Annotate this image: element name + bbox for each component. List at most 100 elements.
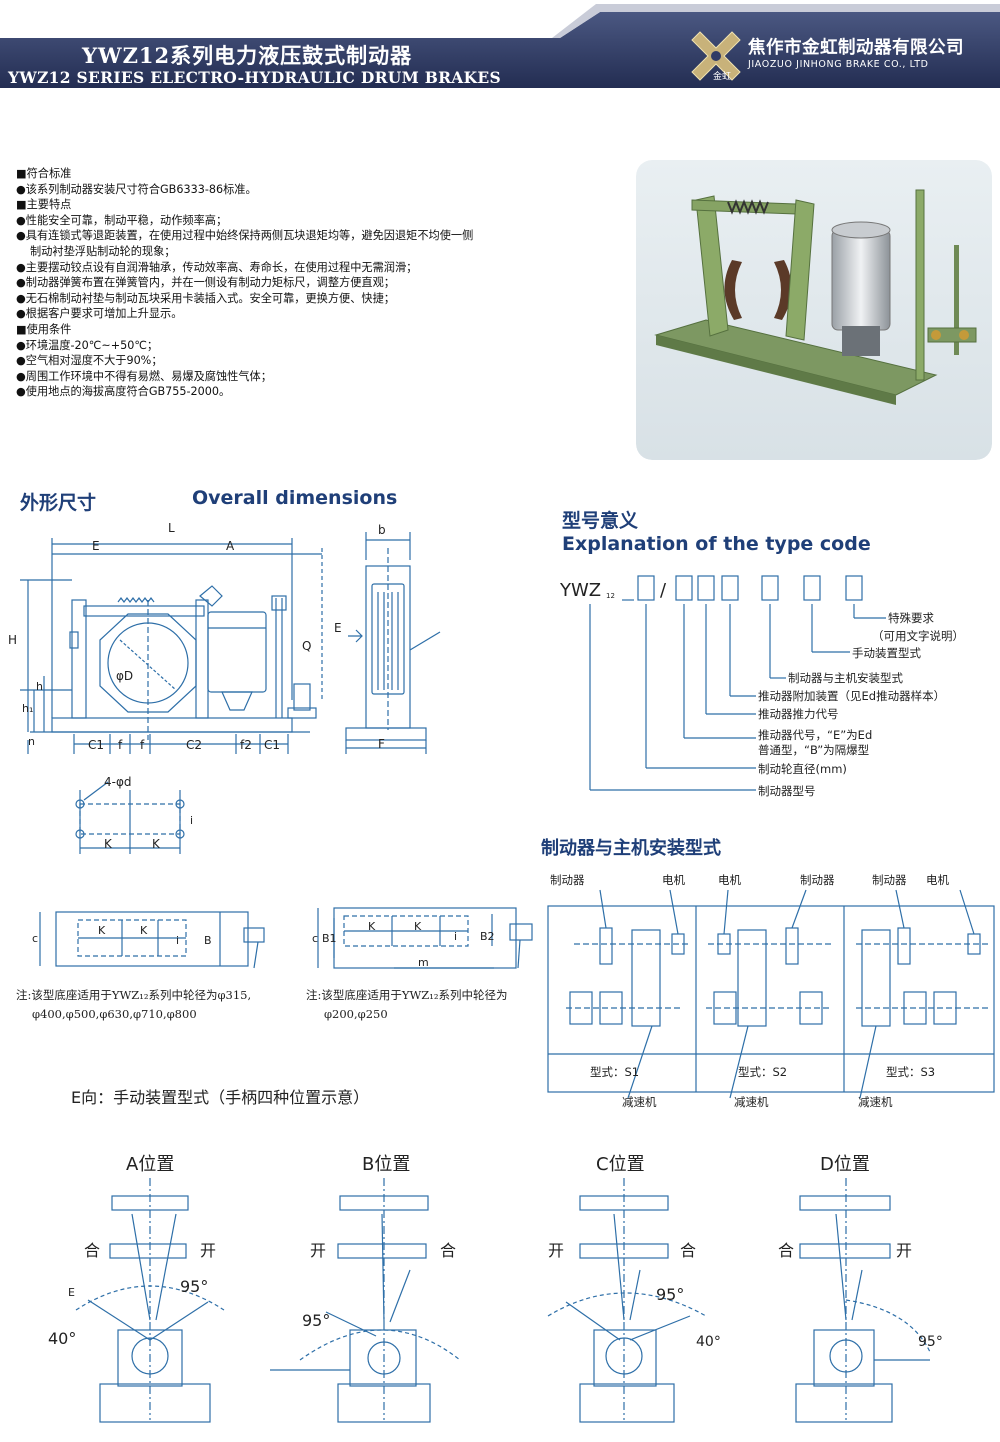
features-line: ●使用地点的海拔高度符合GB755-2000。 xyxy=(16,385,231,399)
dim-label-C1-right: C1 xyxy=(264,738,280,752)
handle-position-a-drawing xyxy=(75,1178,225,1423)
features-line: ●周围工作环境中不得有易燃、易爆及腐蚀性气体； xyxy=(16,369,272,383)
label-he: 合 xyxy=(680,1241,696,1260)
dim-label-h: h xyxy=(36,680,43,693)
base-note-1: 注:该型底座适用于YWZ₁₂系列中轮径为φ315, φ400,φ500,φ630… xyxy=(16,986,251,1024)
type-code-item: 特殊要求 xyxy=(888,611,934,625)
company-name: 焦作市金虹制动器有限公司 xyxy=(748,38,964,58)
dim-label-D: φD xyxy=(116,669,133,683)
e-label: E xyxy=(68,1286,75,1299)
position-a-label: A位置 xyxy=(126,1154,175,1175)
features-line: ●环境温度-20℃~+50℃； xyxy=(16,338,159,352)
mounting-label: 制动器 xyxy=(800,873,835,887)
handle-positions-drawing xyxy=(75,1178,931,1423)
company-name-english: JIAOZUO JINHONG BRAKE CO., LTD xyxy=(748,59,929,70)
base-note-1-line1: 注:该型底座适用于YWZ₁₂系列中轮径为φ315, xyxy=(16,988,252,1002)
angle-label: 40° xyxy=(696,1334,721,1350)
handle-position-c-drawing xyxy=(547,1178,707,1423)
dim-label-H: H xyxy=(8,633,17,647)
type-code-item: 制动器型号 xyxy=(758,784,816,798)
features-line: ■符合标准 xyxy=(16,167,72,180)
dim-label-E-arrow: E xyxy=(334,621,342,635)
base-plan-1-drawing xyxy=(39,911,265,969)
base-note-1-line2: φ400,φ500,φ630,φ710,φ800 xyxy=(32,1007,197,1021)
mounting-title: 制动器与主机安装型式 xyxy=(541,838,721,859)
dim-label-K-1: K xyxy=(104,837,113,851)
dim-label-B1: B1 xyxy=(322,932,337,945)
page-title: YWZ12系列电力液压鼓式制动器 xyxy=(82,43,413,68)
angle-label: 95° xyxy=(302,1311,330,1330)
mounting-types-drawing xyxy=(547,889,995,1099)
mounting-type-s1: 型式：S1 xyxy=(590,1065,639,1079)
features-line: ●空气相对湿度不大于90%； xyxy=(16,354,163,368)
dim-label-K-2: K xyxy=(152,837,161,851)
header-banner: YWZ12系列电力液压鼓式制动器 YWZ12 SERIES ELECTRO-HY… xyxy=(0,0,1000,88)
features-line: ■主要特点 xyxy=(16,198,72,212)
header-background xyxy=(0,0,1000,88)
handle-position-d-drawing xyxy=(795,1178,931,1423)
type-code-item: 手动装置型式 xyxy=(852,646,921,660)
dim-label-Q: Q xyxy=(302,639,311,653)
mounting-label: 制动器 xyxy=(872,873,907,887)
dim-label-E: E xyxy=(92,539,100,553)
label-kai: 开 xyxy=(548,1241,564,1260)
bolt-pattern-drawing xyxy=(75,781,185,854)
handle-position-b-drawing xyxy=(270,1178,461,1423)
dim-label-4d: 4-φd xyxy=(104,775,132,789)
dim-label-L: L xyxy=(168,521,175,535)
dim-label-K-6: K xyxy=(414,920,422,933)
position-d-label: D位置 xyxy=(820,1154,870,1175)
dim-label-h1: h₁ xyxy=(22,702,33,715)
brake-product-photo xyxy=(636,160,992,460)
features-line: ●具有连锁式等退距装置，在使用过程中始终保持两侧瓦块退矩均等，避免因退矩不均使一… xyxy=(16,229,474,243)
dim-label-i-3: i xyxy=(454,930,457,943)
dim-label-c-2: c xyxy=(312,932,318,945)
features-line: ■使用条件 xyxy=(16,322,72,336)
position-b-label: B位置 xyxy=(362,1154,411,1175)
features-list: ■符合标准 ●该系列制动器安装尺寸符合GB6333-86标准。 ■主要特点 ●性… xyxy=(16,166,626,400)
dim-label-f-right: f xyxy=(140,738,145,752)
position-c-label: C位置 xyxy=(596,1154,645,1175)
reducer-label: 减速机 xyxy=(734,1095,769,1109)
features-line: ●主要摆动铰点设有自润滑轴承，传动效率高、寿命长，在使用过程中无需润滑； xyxy=(16,260,418,274)
features-line: 制动衬垫浮贴制动轮的现象； xyxy=(30,244,176,258)
dim-label-K-3: K xyxy=(98,924,106,937)
dim-label-m: m xyxy=(418,956,429,969)
label-he: 合 xyxy=(778,1241,794,1260)
company-logo-icon xyxy=(691,31,741,81)
base-note-2: 注:该型底座适用于YWZ₁₂系列中轮径为 φ200,φ250 xyxy=(306,986,508,1024)
dim-label-C1-left: C1 xyxy=(88,738,104,752)
logo-caption: 金虹 xyxy=(713,72,732,82)
type-code-prefix-sub: 12 xyxy=(606,592,615,600)
manual-device-title: E向：手动装置型式（手柄四种位置示意） xyxy=(71,1088,370,1107)
type-code-labels: YWZ 12 / 特殊要求 （可用文字说明） 手动装置型式 制动器与主机安装型式… xyxy=(559,580,964,798)
angle-label: 40° xyxy=(48,1329,76,1348)
front-elevation-drawing xyxy=(20,538,323,754)
label-kai: 开 xyxy=(310,1241,326,1260)
features-line: ●根据客户要求可增加上升显示。 xyxy=(16,307,183,321)
angle-label: 95° xyxy=(180,1277,208,1296)
reducer-label: 减速机 xyxy=(858,1095,893,1109)
dim-label-i-2: i xyxy=(176,934,179,947)
base-note-2-line1: 注:该型底座适用于YWZ₁₂系列中轮径为 xyxy=(306,988,508,1002)
type-code-title-english: Explanation of the type code xyxy=(562,533,871,555)
type-code-item: 普通型，“B”为隔爆型 xyxy=(758,743,869,757)
mounting-type-s2: 型式：S2 xyxy=(738,1065,787,1079)
reducer-label: 减速机 xyxy=(622,1095,657,1109)
dim-label-K-5: K xyxy=(368,920,376,933)
dim-label-n: n xyxy=(28,735,35,748)
type-code-diagram xyxy=(589,575,886,791)
label-he: 合 xyxy=(84,1241,100,1260)
side-elevation-drawing xyxy=(345,532,441,754)
features-line: ●该系列制动器安装尺寸符合GB6333-86标准。 xyxy=(16,182,257,196)
dim-label-b: b xyxy=(378,523,386,537)
base-plan-2-drawing xyxy=(317,907,533,969)
dimensions-title-english: Overall dimensions xyxy=(192,487,398,509)
dim-label-f2: f2 xyxy=(240,738,252,752)
dim-label-c-1: c xyxy=(32,932,38,945)
dim-label-f-left: f xyxy=(118,738,123,752)
dim-label-F: F xyxy=(378,737,385,751)
angle-label: 95° xyxy=(656,1285,684,1304)
dimension-labels: L E A b H h₁ h n Q E φD C1 f f C2 f2 C1 … xyxy=(8,521,495,969)
